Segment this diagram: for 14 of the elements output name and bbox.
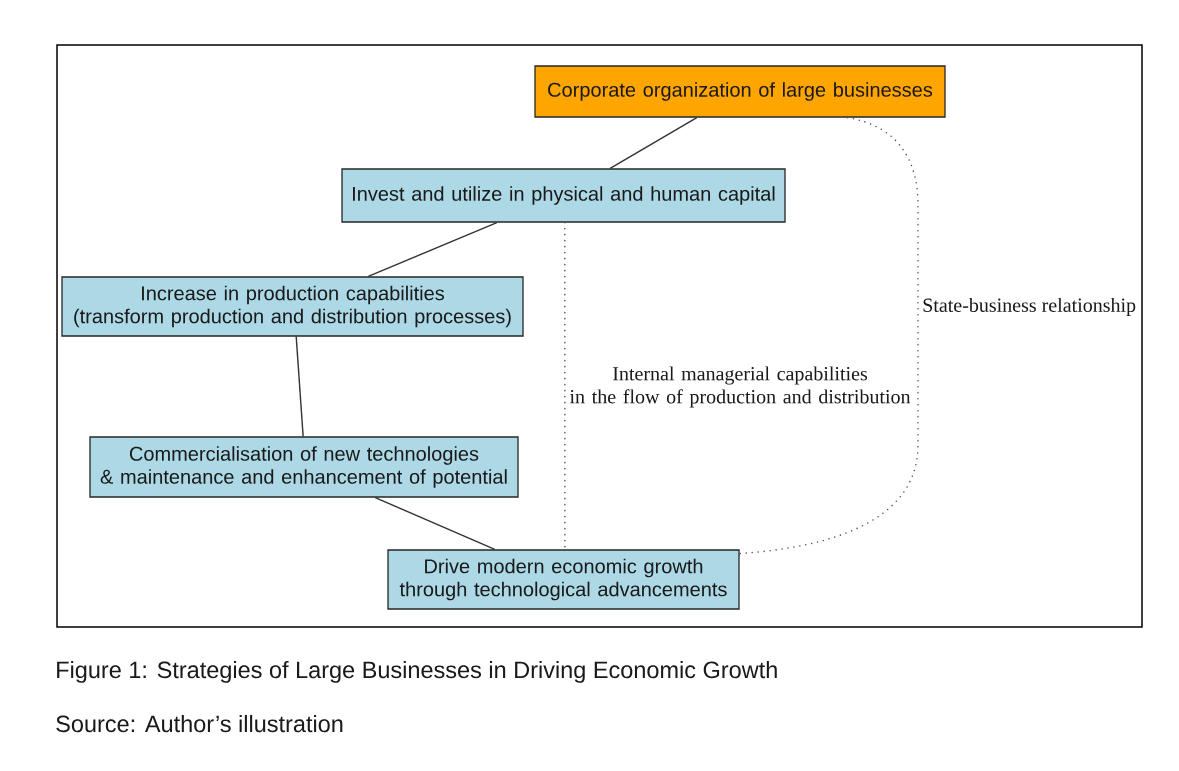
process-box: Invest and utilize in physical and human capital [341,168,786,223]
dotted-line [738,116,919,555]
process-box: Drive modern economic growth through technological advancements [387,549,740,610]
edge-label: State-business relationship [923,297,1136,317]
connector-line [367,221,498,278]
connector-line [295,335,304,438]
connector-line [609,116,698,170]
source-note: Source: Author’s illustration [56,714,343,733]
connector-line [374,496,496,551]
process-box: Increase in production capabilities (transform production and distribution processes) [61,276,524,337]
edge-label: Internal managerial capabilities in the flow of production and distribution [569,366,911,408]
process-box: Commercialisation of new technologies & maintenance and enhancement of potential [89,436,519,498]
process-box: Corporate organization of large businesses [534,65,946,118]
caption: Figure 1: Strategies of Large Businesses in Driving Economic Growth [57,660,777,683]
